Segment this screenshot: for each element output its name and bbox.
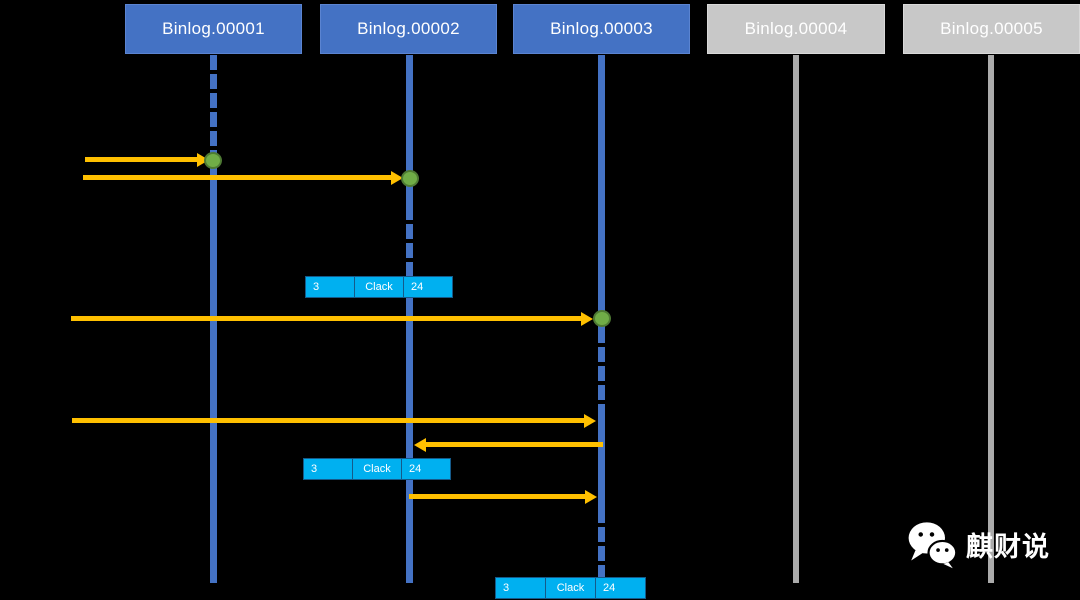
event-row-2: 3 Clack 24 (303, 458, 451, 480)
header-binlog-00001: Binlog.00001 (125, 4, 302, 54)
timeline-binlog-00003-solid-mid (598, 415, 605, 508)
timeline-binlog-00001-solid (210, 153, 217, 583)
arrow-to-binlog-00001 (85, 157, 197, 162)
timeline-binlog-00003-solid-top (598, 55, 605, 328)
event-cell: 24 (595, 577, 646, 599)
timeline-binlog-00002-dashed (406, 205, 413, 276)
watermark-text: 麒财说 (966, 531, 1050, 562)
arrow-to-binlog-00003-1 (71, 316, 581, 321)
timeline-binlog-00005 (988, 55, 994, 583)
green-dot-binlog-00001 (204, 152, 222, 169)
arrow-back-to-binlog-00002 (426, 442, 603, 447)
header-binlog-00002: Binlog.00002 (320, 4, 497, 54)
arrow-to-binlog-00003-2 (72, 418, 584, 423)
timeline-binlog-00001-dashed (210, 55, 217, 155)
timeline-binlog-00003-dashed-1 (598, 328, 605, 415)
timeline-binlog-00003-dashed-2 (598, 508, 605, 578)
arrow-to-binlog-00003-3 (409, 494, 585, 499)
event-row-3: 3 Clack 24 (495, 577, 646, 599)
event-row-1: 3 Clack 24 (305, 276, 453, 298)
header-binlog-00003: Binlog.00003 (513, 4, 690, 54)
event-cell: Clack (354, 276, 404, 298)
event-cell: 3 (303, 458, 353, 480)
header-label: Binlog.00003 (550, 19, 653, 38)
timeline-binlog-00002-solid-top (406, 55, 413, 205)
green-dot-binlog-00002 (401, 170, 419, 187)
green-dot-binlog-00003 (593, 310, 611, 327)
header-label: Binlog.00002 (357, 19, 460, 38)
header-label: Binlog.00005 (940, 19, 1043, 38)
event-cell: Clack (352, 458, 402, 480)
event-cell: 3 (495, 577, 546, 599)
header-binlog-00004: Binlog.00004 (707, 4, 885, 54)
timeline-binlog-00004 (793, 55, 799, 583)
timeline-binlog-00002-solid-bottom (406, 298, 413, 583)
event-cell: 3 (305, 276, 355, 298)
arrow-to-binlog-00002 (83, 175, 391, 180)
header-label: Binlog.00004 (744, 19, 848, 38)
event-cell: Clack (545, 577, 596, 599)
header-label: Binlog.00001 (162, 19, 265, 38)
watermark: 麒财说 (906, 519, 1050, 569)
event-cell: 24 (403, 276, 453, 298)
event-cell: 24 (401, 458, 451, 480)
header-binlog-00005: Binlog.00005 (903, 4, 1080, 54)
wechat-icon (906, 519, 958, 569)
